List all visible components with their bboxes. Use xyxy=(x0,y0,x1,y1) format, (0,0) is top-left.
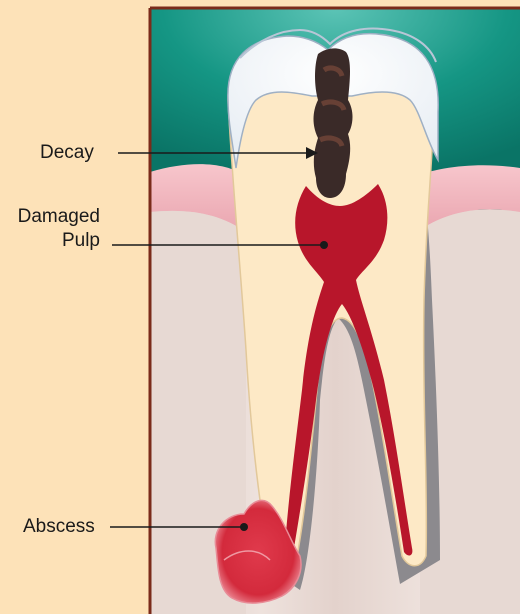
damaged-pulp-label-line1: Damaged xyxy=(6,205,100,229)
damaged-pulp-label: Damaged Pulp xyxy=(6,205,100,253)
abscess-label: Abscess xyxy=(23,515,95,539)
decay-label: Decay xyxy=(40,141,94,165)
abscess-leader-dot xyxy=(240,523,248,531)
damaged-pulp-label-line2: Pulp xyxy=(6,229,100,253)
pulp-leader-dot xyxy=(320,241,328,249)
